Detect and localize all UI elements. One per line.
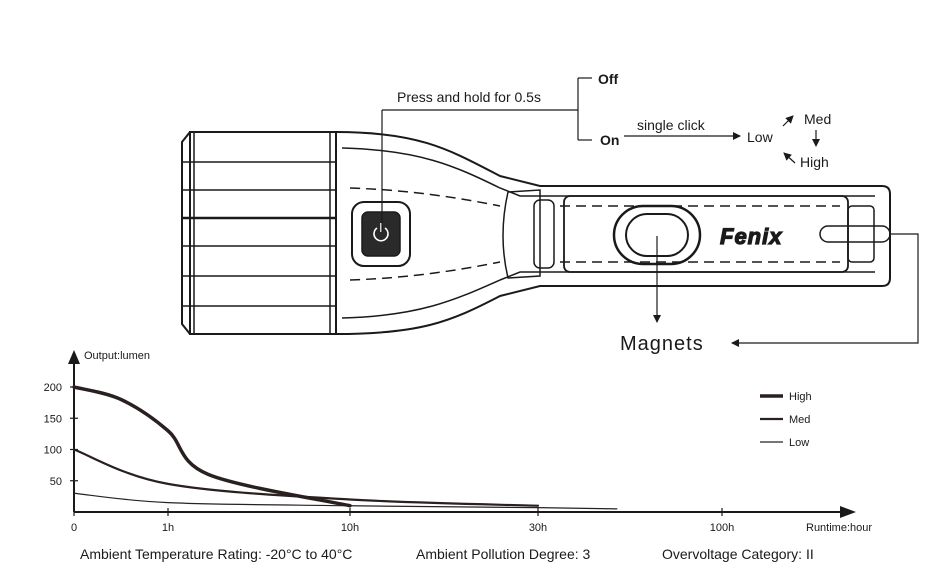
series-line-low bbox=[73, 492, 618, 510]
power-icon bbox=[373, 223, 389, 242]
footer-specs: Ambient Temperature Rating: -20°C to 40°… bbox=[0, 546, 939, 568]
press-hold-instruction: Press and hold for 0.5s bbox=[397, 89, 541, 105]
button-callout bbox=[381, 77, 820, 232]
pollution-degree: Ambient Pollution Degree: 3 bbox=[416, 546, 591, 562]
flashlight-body bbox=[335, 131, 891, 335]
x-tick-label: 10h bbox=[341, 522, 359, 534]
series-lines bbox=[72, 385, 618, 510]
legend-label-low: Low bbox=[789, 437, 809, 449]
y-axis-arrowhead bbox=[68, 350, 80, 364]
magnets-label: Magnets bbox=[620, 333, 704, 355]
overvoltage-category: Overvoltage Category: II bbox=[662, 546, 814, 562]
level-low-label: Low bbox=[747, 129, 774, 145]
flashlight-bezel bbox=[181, 131, 337, 335]
x-tick-label: 30h bbox=[529, 522, 547, 534]
y-tick-label: 100 bbox=[44, 445, 62, 457]
y-axis-label: Output:lumen bbox=[84, 350, 150, 362]
y-tick-label: 50 bbox=[50, 476, 62, 488]
brand-logo: Fenix bbox=[720, 224, 782, 249]
temperature-rating: Ambient Temperature Rating: -20°C to 40°… bbox=[80, 546, 353, 562]
magnets-callout bbox=[653, 233, 919, 347]
power-button bbox=[351, 201, 411, 267]
y-ticks: 200 150 100 50 bbox=[44, 382, 78, 488]
mode-on-label: On bbox=[600, 132, 619, 148]
x-ticks: 0 1h 10h 30h 100h bbox=[71, 508, 734, 534]
x-tick-label: 1h bbox=[162, 522, 174, 534]
series-line-high bbox=[72, 385, 352, 508]
x-axis-label: Runtime:hour bbox=[806, 522, 872, 534]
mode-off-label: Off bbox=[598, 71, 619, 87]
single-click-label: single click bbox=[637, 117, 706, 133]
level-high-label: High bbox=[800, 154, 829, 170]
legend-label-high: High bbox=[789, 391, 812, 403]
level-med-label: Med bbox=[804, 111, 831, 127]
y-tick-label: 150 bbox=[44, 413, 62, 425]
x-tick-label: 0 bbox=[71, 522, 77, 534]
y-tick-label: 200 bbox=[44, 382, 62, 394]
legend-label-med: Med bbox=[789, 414, 810, 426]
flashlight-illustration bbox=[181, 131, 891, 335]
runtime-chart: Output:lumen Runtime:hour 200 150 100 50 0 1… bbox=[44, 350, 872, 534]
series-line-med bbox=[72, 448, 540, 507]
x-axis-arrowhead bbox=[840, 506, 856, 518]
x-tick-label: 100h bbox=[710, 522, 734, 534]
